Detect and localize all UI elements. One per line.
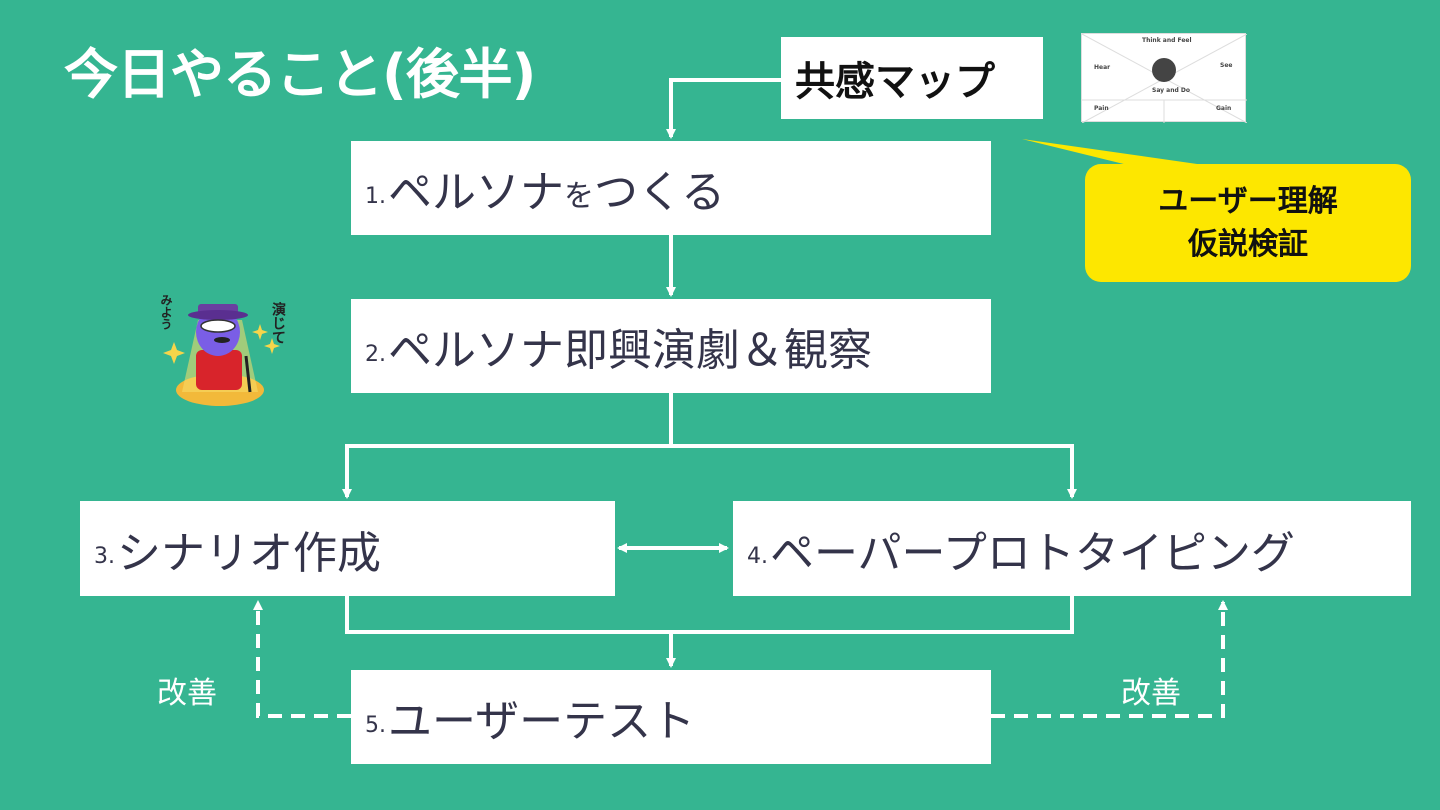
step-label: ペーパープロトタイピング [770, 527, 1295, 579]
callout-line-1: ユーザー理解 [1158, 183, 1338, 219]
arrow-improve-left [253, 600, 351, 718]
step-3-box: 3. シナリオ作成 [80, 501, 615, 596]
pain-label: Pain [1094, 105, 1109, 112]
say-do-label: Say and Do [1152, 87, 1190, 94]
gain-label: Gain [1216, 105, 1232, 112]
empathy-map-thumbnail: Think and Feel Hear See Say and Do Pain … [1081, 33, 1247, 123]
arrow-step2-to-step3 [342, 393, 673, 499]
step-5-box: 5. ユーザーテスト [351, 670, 991, 764]
step-number: 5. [365, 712, 386, 738]
callout-bubble: ユーザー理解 仮説検証 [1085, 164, 1411, 282]
callout-line-2: 仮説検証 [1188, 227, 1308, 262]
empathy-map-grid [1082, 34, 1247, 123]
improve-label-left: 改善 [157, 676, 217, 711]
mascot-illustration: 演じて みよう [159, 294, 286, 406]
step-label: シナリオ作成 [117, 527, 381, 579]
empathy-map-label: 共感マップ [781, 37, 1043, 119]
improve-label-right: 改善 [1121, 676, 1181, 711]
step-number: 1. [365, 183, 386, 209]
arrow-empathy-to-step1 [666, 78, 781, 139]
arrow-improve-right [991, 600, 1228, 718]
head-icon [1152, 58, 1176, 82]
step-1-box: 1. ペルソナ を つくる [351, 141, 991, 235]
step-2-box: 2. ペルソナ即興演劇＆観察 [351, 299, 991, 393]
step-label: ユーザーテスト [388, 696, 696, 747]
hear-label: Hear [1094, 64, 1111, 71]
step-label: ペルソナ即興演劇＆観察 [388, 325, 872, 376]
step-number: 4. [747, 544, 768, 569]
coat-shape [196, 350, 242, 390]
arrow-step2-to-step4 [671, 444, 1077, 499]
step-number: 2. [365, 341, 386, 367]
step-label-suffix: つくる [594, 167, 726, 218]
arrow-step3-step4-merge [345, 596, 1074, 634]
see-label: See [1220, 62, 1233, 69]
page-title: 今日やること(後半) [64, 43, 536, 106]
mascot-caption-left: みよう [159, 294, 173, 330]
step-4-box: 4. ペーパープロトタイピング [733, 501, 1411, 596]
callout-tail [1022, 139, 1225, 168]
step-number: 3. [94, 544, 115, 569]
mascot-caption-right: 演じて [270, 301, 286, 344]
think-feel-label: Think and Feel [1142, 37, 1192, 44]
step-label: ペルソナ [388, 167, 564, 218]
step-label-particle: を [564, 179, 594, 214]
